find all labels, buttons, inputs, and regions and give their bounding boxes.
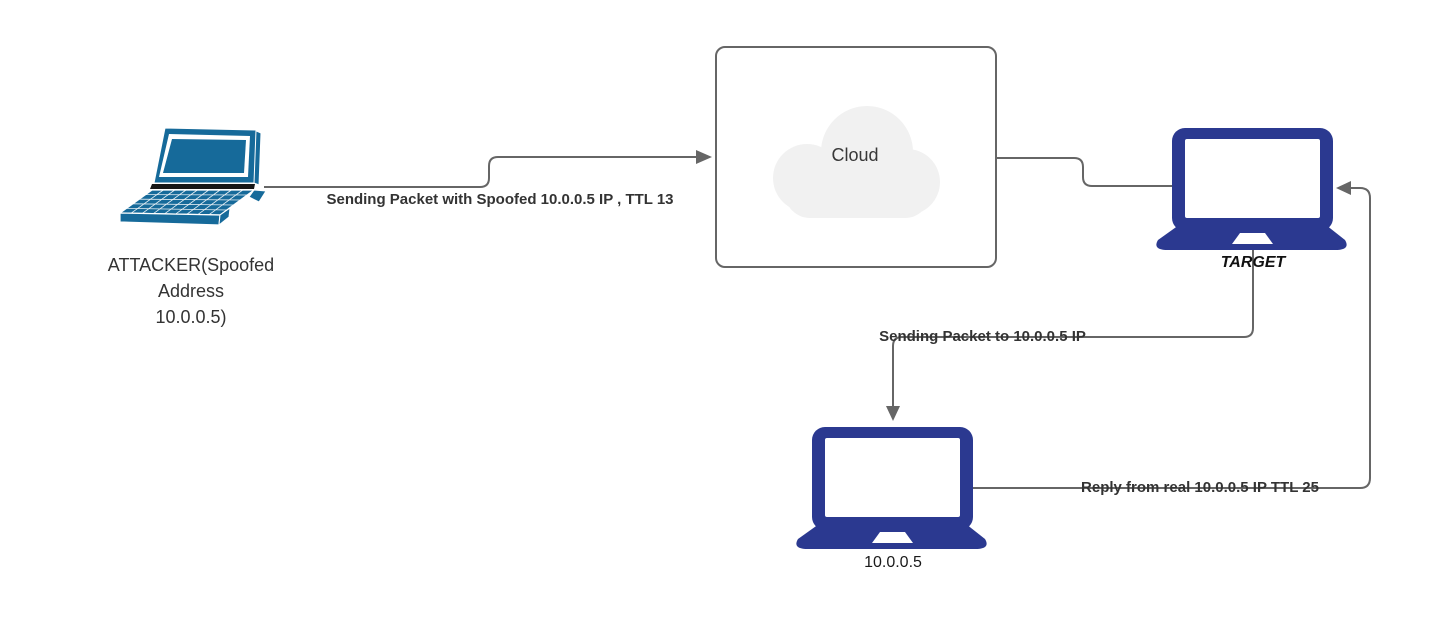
edge-label-send-to-host: Sending Packet to 10.0.0.5 IP [879,328,1086,345]
connector-attacker-to-cloud [264,156,696,188]
attacker-label-line3: 10.0.0.5) [155,307,227,327]
attacker-node[interactable] [108,122,273,237]
connector-cloud-to-target [997,157,1173,187]
arrowhead-into-cloud-icon [696,150,712,164]
target-node[interactable] [1155,128,1348,250]
real-host-label: 10.0.0.5 [864,554,922,571]
attacker-laptop-icon [118,127,267,227]
real-host-node[interactable] [795,427,988,549]
attacker-label: ATTACKER(Spoofed Address 10.0.0.5) [85,252,297,330]
cloud-container-box[interactable]: Cloud [715,46,997,268]
connector-target-to-host [892,248,1254,406]
arrowhead-down-into-host-icon [886,406,900,421]
cloud-label: Cloud [831,145,879,165]
arrowhead-left-into-target-icon [1336,181,1351,195]
edge-label-reply-from-host: Reply from real 10.0.0.5 IP TTL 25 [1081,479,1319,496]
cloud-icon [773,106,940,218]
attacker-label-line2: Address [157,281,225,301]
attacker-label-line1: ATTACKER(Spoofed [107,255,275,275]
real-host-laptop-icon [796,427,987,549]
target-laptop-icon [1156,128,1347,250]
connector-host-to-target [973,187,1371,489]
target-label: TARGET [1220,254,1286,271]
edge-label-spoofed-packet: Sending Packet with Spoofed 10.0.0.5 IP … [326,191,674,208]
